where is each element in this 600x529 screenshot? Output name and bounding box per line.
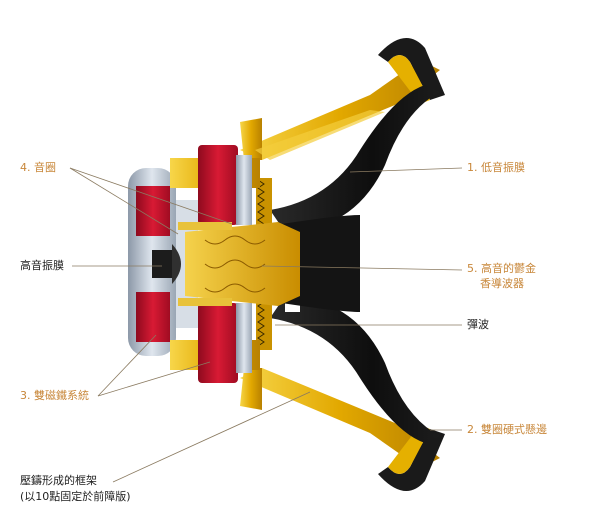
label-double-surround: 2. 雙圈硬式懸邊 — [467, 423, 547, 436]
label-die-cast-frame-note: (以10點固定於前障版) — [20, 490, 131, 503]
die-cast-frame — [240, 60, 440, 468]
label-woofer-diaphragm: 1. 低音振膜 — [467, 161, 525, 174]
label-spider: 彈波 — [467, 318, 489, 331]
label-tweeter-diaphragm: 高音振膜 — [20, 259, 64, 272]
label-tulip-waveguide: 5. 高音的鬱金 — [467, 262, 536, 275]
tweeter-diaphragm — [152, 244, 181, 284]
label-tulip-waveguide-line2: 香導波器 — [480, 277, 524, 290]
dual-magnet-system — [128, 145, 260, 383]
tulip-waveguide — [185, 222, 300, 306]
leader-lines — [69, 167, 463, 483]
label-die-cast-frame: 壓鑄形成的框架 — [20, 474, 97, 487]
voice-coil — [178, 222, 232, 306]
label-voice-coil: 4. 音圈 — [20, 161, 56, 174]
label-dual-magnet-system: 3. 雙磁鐵系統 — [20, 389, 89, 402]
